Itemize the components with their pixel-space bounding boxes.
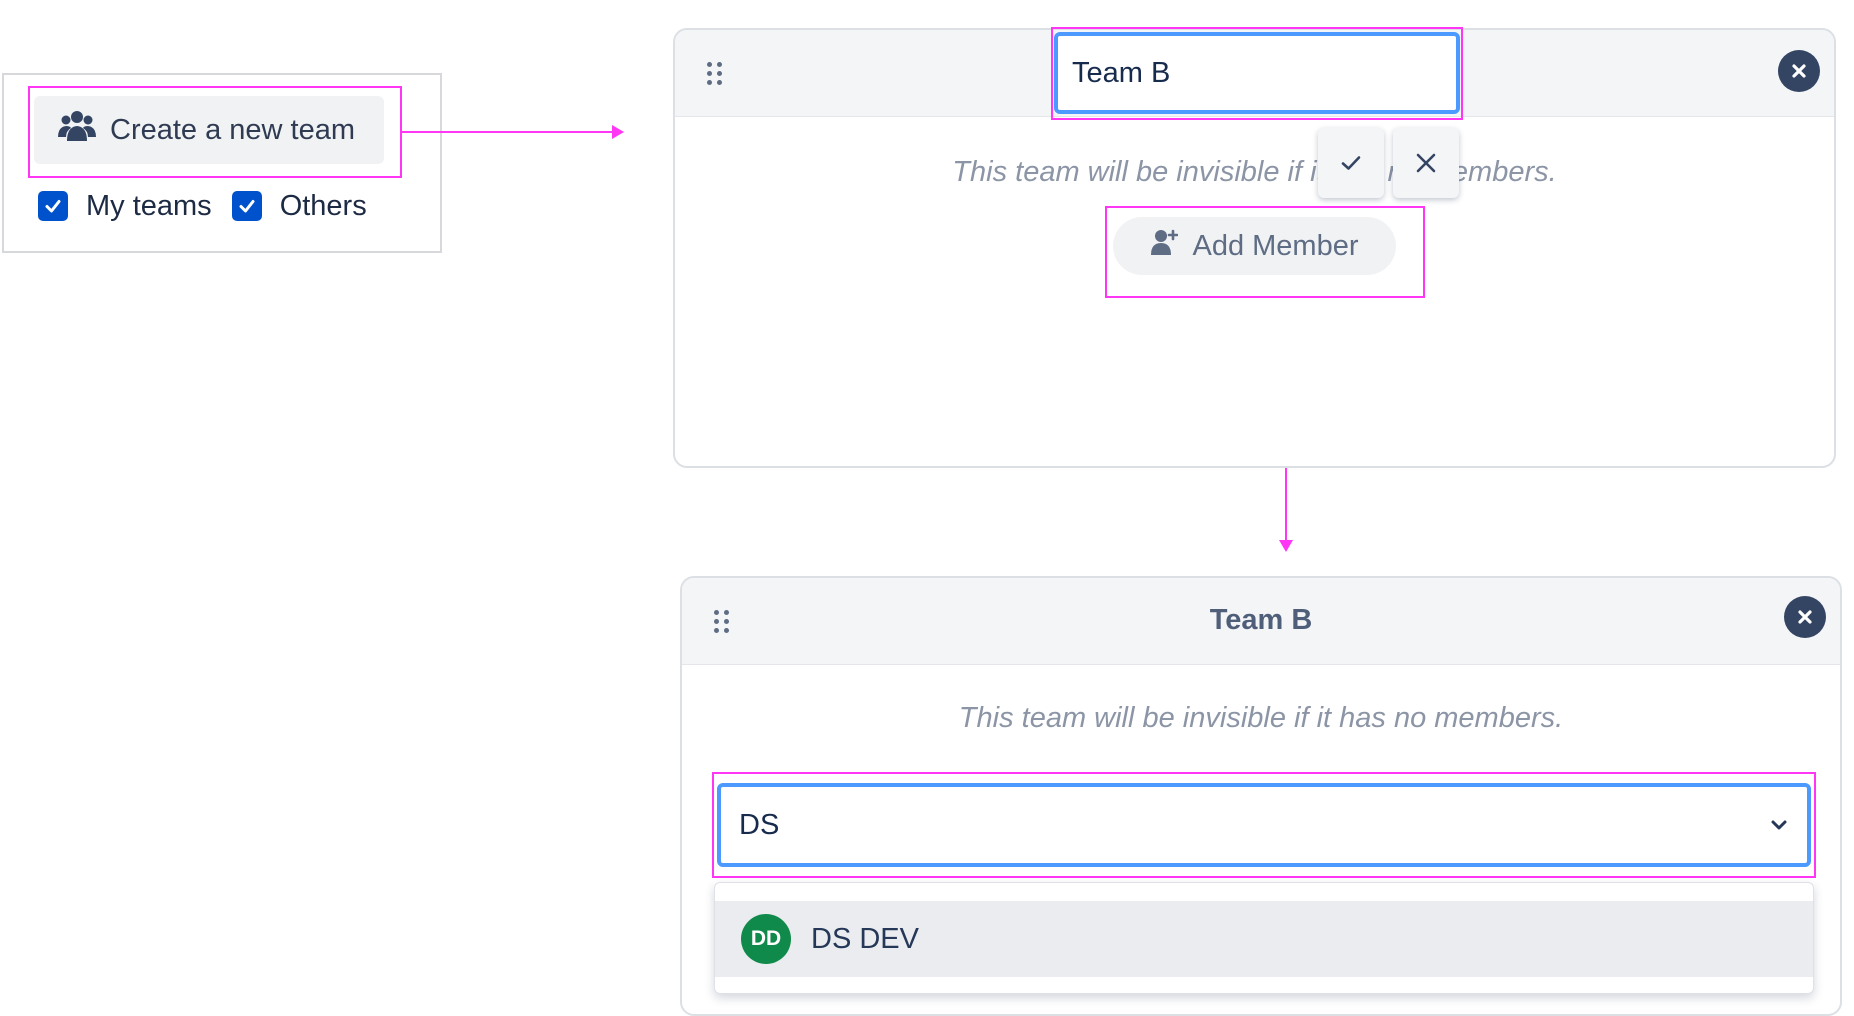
users-icon [58,109,96,151]
annotation-highlight [28,86,402,178]
my-teams-checkbox[interactable] [38,191,68,221]
dropdown-toggle[interactable] [1751,787,1807,863]
filter-checkboxes: My teams Others [38,185,387,227]
cancel-name-button[interactable] [1393,128,1459,198]
check-icon [239,200,255,213]
annotation-arrow-head [612,125,624,139]
delete-team-button[interactable] [1778,50,1820,92]
drag-handle-icon[interactable] [707,62,723,86]
others-label: Others [279,189,367,222]
annotation-highlight [1105,206,1425,298]
empty-team-hint: This team will be invisible if it has no… [952,156,1557,188]
annotation-arrow [402,131,614,133]
annotation-highlight [1051,27,1463,120]
avatar: DD [741,914,791,964]
confirm-name-button[interactable] [1318,128,1384,198]
others-checkbox[interactable] [231,191,262,221]
close-icon [1792,64,1806,78]
empty-team-hint: This team will be invisible if it has no… [958,702,1564,734]
member-options-menu: DD DS DEV [714,882,1814,994]
add-user-icon [1150,228,1179,264]
annotation-highlight [712,772,1816,878]
team-name-input[interactable] [1054,32,1460,114]
check-icon [45,200,61,213]
team-card-header: Team B [682,578,1840,665]
delete-team-button[interactable] [1784,596,1826,638]
check-icon [1341,156,1361,170]
add-member-label: Add Member [1192,229,1359,262]
member-search-input[interactable] [721,786,1751,864]
add-member-button[interactable]: Add Member [1113,217,1396,275]
drag-handle-icon[interactable] [714,610,730,634]
team-title[interactable]: Team B [1209,604,1313,636]
my-teams-label: My teams [86,189,212,222]
annotation-arrow-head [1279,540,1293,552]
member-option[interactable]: DD DS DEV [715,901,1813,977]
member-search-select[interactable] [717,783,1811,867]
close-icon [1416,153,1436,173]
member-option-label: DS DEV [811,922,919,955]
create-team-label: Create a new team [110,113,356,146]
chevron-down-icon [1771,820,1787,830]
create-team-button[interactable]: Create a new team [34,96,384,164]
close-icon [1798,610,1812,624]
